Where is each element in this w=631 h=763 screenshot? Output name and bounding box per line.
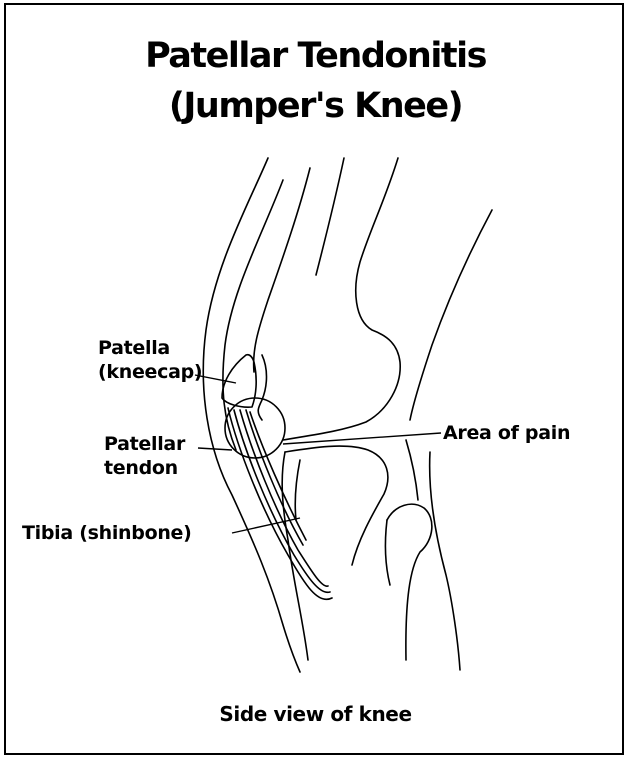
tibia-inner	[295, 460, 300, 520]
patellar-tendon-label-line2: tendon	[104, 456, 185, 480]
figure-caption: Side view of knee	[0, 702, 631, 726]
pain-leader	[283, 433, 441, 444]
femur-front	[254, 168, 310, 372]
fibula-shaft	[385, 520, 390, 585]
tibia-leader	[232, 518, 300, 533]
patellar-tendon-label-line1: Patellar	[104, 432, 185, 456]
back-thigh	[410, 210, 492, 420]
calf-back	[430, 452, 460, 670]
area-of-pain-label: Area of pain	[443, 421, 570, 445]
patella-label-line2: (kneecap)	[98, 360, 202, 384]
tendon-leader	[198, 448, 232, 450]
tibia-plateau	[285, 446, 388, 565]
tibia-label: Tibia (shinbone)	[22, 521, 192, 545]
tendon-fiber	[228, 408, 332, 599]
patella-label-line1: Patella	[98, 336, 202, 360]
patella-label: Patella (kneecap)	[98, 336, 202, 384]
tendon-fiber	[246, 410, 303, 545]
patellar-tendon-label: Patellar tendon	[104, 432, 185, 480]
patella-femur-edge	[258, 355, 266, 420]
femur-shaft	[316, 158, 344, 275]
fibula-head	[387, 504, 432, 660]
calf-inner	[406, 440, 418, 500]
